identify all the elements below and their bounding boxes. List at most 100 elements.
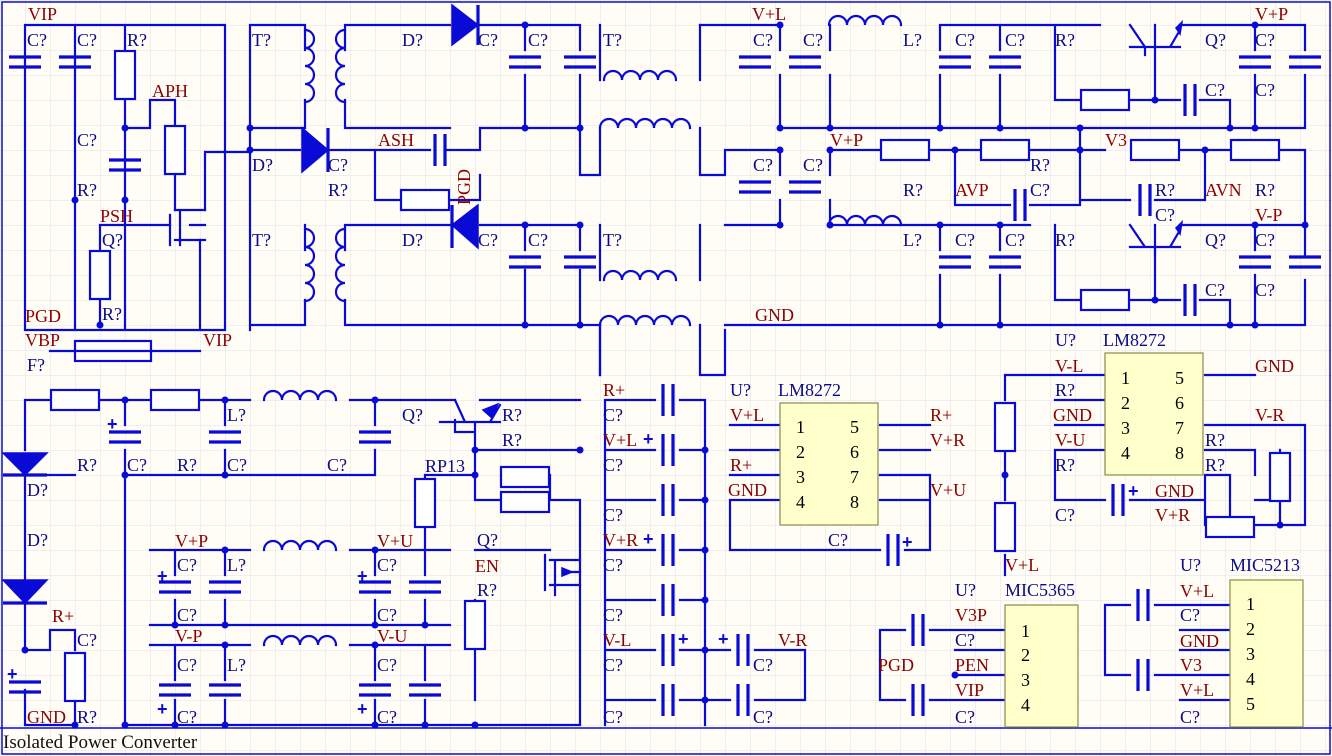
ref-designator: C? [1255,80,1275,100]
net-vmp: V-P [1255,205,1282,225]
pin-number: 7 [1175,418,1184,438]
pin-number: 3 [1021,670,1030,690]
ref-designator: R? [502,430,522,450]
transistors [168,19,1184,597]
ref-designator: C? [955,630,975,650]
ref-designator: C? [177,655,197,675]
pin-number: 2 [1121,393,1130,413]
ref-designator: C? [1030,180,1050,200]
ref-designator: C? [478,30,498,50]
ref-designator: C? [753,655,773,675]
svg-text:+: + [643,429,654,449]
ref-designator: R? [77,180,97,200]
ref-designator: R? [1055,30,1075,50]
net-pgd: PGD [25,306,61,326]
ic-u2-body[interactable] [1104,352,1204,476]
ic-u1-body[interactable] [779,402,879,526]
ref-designator: C? [753,30,773,50]
net-aph: APH [152,81,188,101]
net-vmu-low: V-U [377,626,407,646]
ref-designator: C? [227,455,247,475]
ic-u2-part: LM8272 [1103,330,1166,350]
pin-number: 3 [1121,418,1130,438]
pin-number: 8 [1175,443,1184,463]
net-u3-pen: PEN [955,655,989,675]
ref-designator: C? [77,130,97,150]
ref-designator: L? [227,555,246,575]
pin-number: 1 [1021,621,1030,641]
pin-number: 1 [796,417,805,437]
ref-designator: D? [402,230,423,250]
ref-designator: T? [252,230,271,250]
net-u4-v3: V3 [1180,655,1202,675]
ic-u3-body[interactable] [1004,604,1079,728]
pin-number: 8 [850,492,859,512]
ref-designator: U? [955,580,976,600]
svg-text:+: + [157,566,168,586]
ref-designator: C? [955,707,975,727]
ref-designator: L? [903,230,922,250]
ref-designator: C? [753,707,773,727]
ref-designator: C? [177,707,197,727]
net-vip-top: VIP [28,4,57,24]
ref-designator: L? [903,30,922,50]
ref-designator: U? [1180,555,1201,575]
ref-designators: C?C?R? C?R?Q? R?F? T?D?T? C?R? D?C?C? T?… [27,30,1275,727]
ic-u4-body[interactable] [1229,579,1304,728]
ref-designator: R? [1155,180,1175,200]
pin-number: 2 [796,442,805,462]
net-gnd-mid: GND [755,305,794,325]
pin-number: 4 [1121,443,1130,463]
ref-designator: C? [1180,707,1200,727]
ref-designator: R? [1205,455,1225,475]
net-rp13: RP13 [425,456,465,476]
diodes [1,3,480,605]
net-u2-vpr: V+R [1155,505,1190,525]
net-u2-gnd-in: GND [1053,405,1092,425]
net-u1-rp-out: R+ [930,405,952,425]
ref-designator: Q? [402,405,423,425]
ref-designator: F? [27,355,45,375]
ref-designator: C? [828,530,848,550]
ic-u3-part: MIC5365 [1005,580,1075,600]
ref-designator: C? [77,30,97,50]
net-u3-vip: VIP [955,680,984,700]
ref-designator: Q? [477,530,498,550]
pin-number: 3 [1246,644,1255,664]
svg-text:+: + [678,629,689,649]
net-u1-rp-in: R+ [730,455,752,475]
ref-designator: C? [478,230,498,250]
ref-designator: C? [803,30,823,50]
net-vpl-top: V+L [752,4,786,24]
ref-designator: C? [127,455,147,475]
ref-designator: R? [903,180,923,200]
net-u3-v3p: V3P [955,605,987,625]
ref-designator: R? [127,30,147,50]
ref-designator: C? [603,655,623,675]
net-bank-vpr: V+R [603,530,638,550]
svg-text:+: + [718,629,729,649]
net-pgd-vertical: PGD [454,169,474,205]
net-bank-vml: V-L [603,630,631,650]
pin-number: 4 [1246,669,1255,689]
ref-designator: R? [502,405,522,425]
net-u4-vpl: V+L [1180,581,1214,601]
ref-designator: C? [27,30,47,50]
ref-designator: R? [1030,155,1050,175]
net-labels: VIP APH PSH PGD VBP VIP ASH PGD V+L V+P … [25,4,1294,727]
ic-u1-part: LM8272 [778,380,841,400]
ref-designator: R? [1255,180,1275,200]
ic-labels: LM8272 12 34 56 78 LM8272 12 34 56 78 MI… [778,330,1300,715]
ic-u4-part: MIC5213 [1230,555,1300,575]
pin-number: 5 [850,417,859,437]
ref-designator: Q? [1205,230,1226,250]
net-u2-vmr: V-R [1255,405,1284,425]
net-u2-vmu: V-U [1055,430,1085,450]
net-bank-vmr: V-R [778,630,807,650]
polarity-marks: +++ +++ ++++ ++ [7,414,1139,719]
ref-designator: C? [1255,280,1275,300]
net-u4-gnd: GND [1180,631,1219,651]
svg-text:+: + [7,664,18,684]
